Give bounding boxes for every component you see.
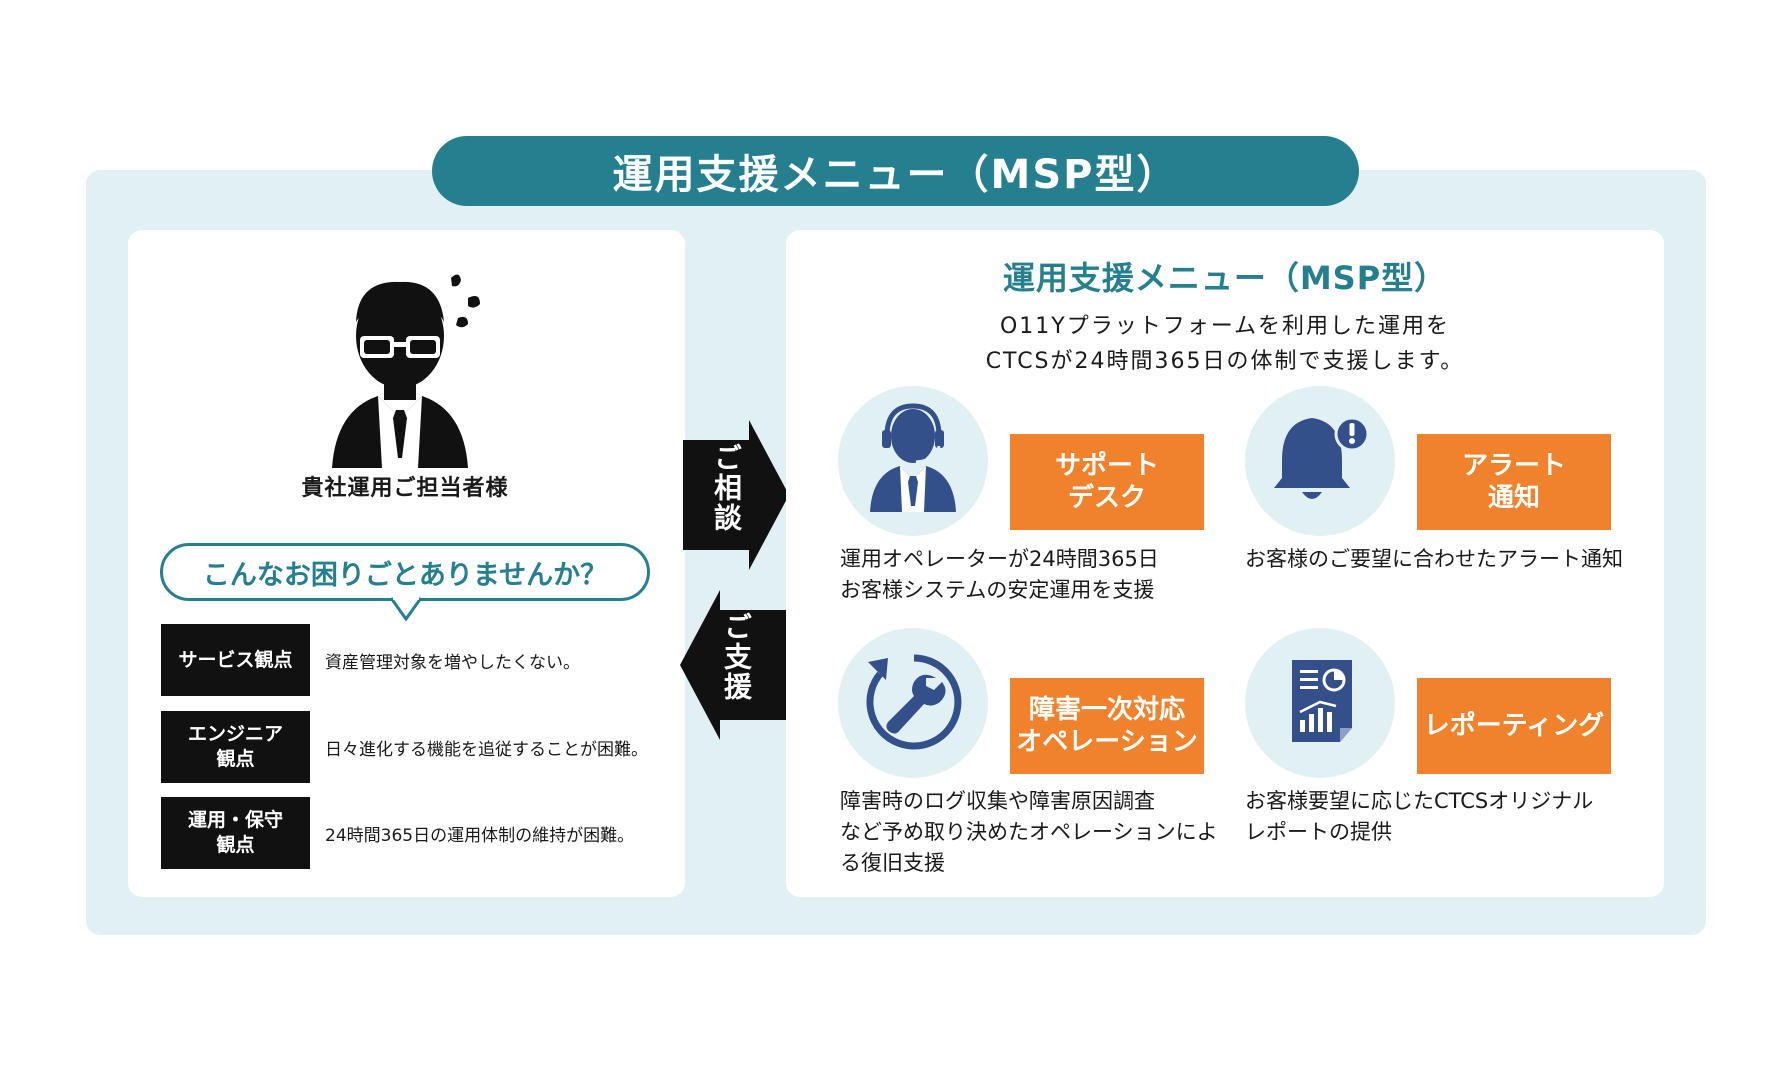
concern-row: 運用・保守 観点 24時間365日の運用体制の維持が困難。 [161, 797, 661, 869]
client-label: 貴社運用ご担当者様 [250, 470, 560, 502]
concern-text: 資産管理対象を増やしたくない。 [325, 624, 580, 696]
menu-title: 運用支援メニュー（MSP型） [786, 253, 1664, 299]
support-label: ご支援 [722, 612, 750, 702]
menu-subtitle-line1: O11Yプラットフォームを利用した運用を [786, 308, 1664, 340]
concern-text: 24時間365日の運用体制の維持が困難。 [325, 797, 634, 869]
consult-label: ご相談 [712, 443, 740, 533]
question-bubble: こんなお困りごとありませんか？ [160, 543, 650, 601]
concern-label: 運用・保守 観点 [161, 797, 310, 869]
page-title: 運用支援メニュー（MSP型） [432, 136, 1359, 206]
service-desc: 運用オペレーターが24時間365日 お客様システムの安定運用を支援 [840, 544, 1159, 606]
bubble-tail [390, 597, 422, 621]
worried-person-icon [328, 268, 498, 468]
concern-row: サービス観点 資産管理対象を増やしたくない。 [161, 624, 661, 696]
concern-text: 日々進化する機能を追従することが困難。 [325, 711, 648, 783]
menu-subtitle-line2: CTCSが24時間365日の体制で支援します。 [786, 343, 1664, 375]
headset-operator-icon [868, 402, 958, 512]
concern-row: エンジニア 観点 日々進化する機能を追従することが困難。 [161, 711, 661, 783]
service-desc: お客様のご要望に合わせたアラート通知 [1245, 544, 1623, 575]
concern-label: エンジニア 観点 [161, 711, 310, 783]
wrench-recovery-icon [862, 650, 966, 754]
service-name-box: レポーティング [1417, 678, 1611, 774]
concern-label: サービス観点 [161, 624, 310, 696]
report-chart-icon [1290, 658, 1354, 744]
service-name-box: アラート 通知 [1417, 434, 1611, 530]
service-desc: 障害時のログ収集や障害原因調査 など予め取り決めたオペレーションによ る復旧支援 [840, 786, 1218, 879]
bell-alert-icon [1272, 410, 1372, 510]
service-name-box: サポート デスク [1010, 434, 1204, 530]
service-name-box: 障害一次対応 オペレーション [1010, 678, 1204, 774]
service-desc: お客様要望に応じたCTCSオリジナル レポートの提供 [1245, 786, 1593, 848]
